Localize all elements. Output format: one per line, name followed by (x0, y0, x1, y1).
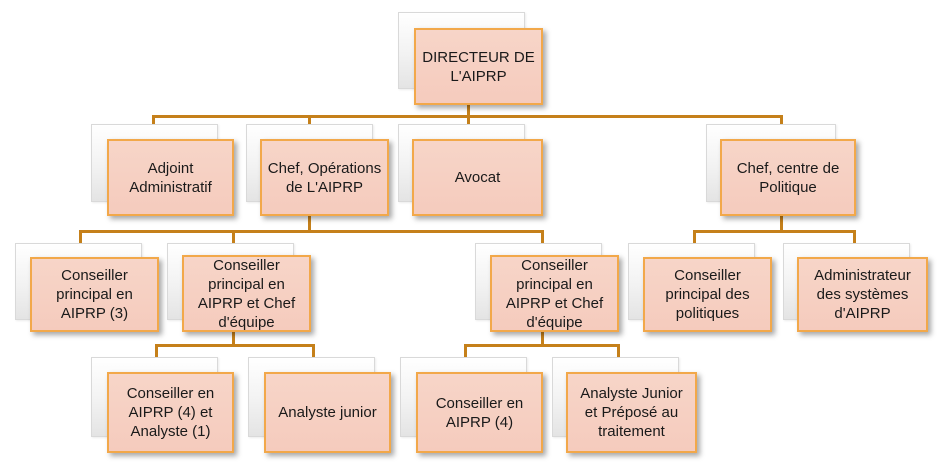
connector (693, 230, 856, 233)
connector (155, 344, 315, 347)
conseiller-4-card: Conseiller en AIPRP (4) (416, 372, 543, 453)
conseiller-politiques-node: Conseiller principal des politiques (628, 243, 772, 332)
analyste-junior-node: Analyste junior (248, 357, 391, 453)
admin-systemes-card: Administrateur des systèmes d'AIPRP (797, 257, 928, 332)
connector (155, 344, 158, 358)
avocat-card: Avocat (412, 139, 543, 216)
connector (541, 332, 544, 346)
director-node: DIRECTEUR DE L'AIPRP (398, 12, 543, 105)
connector (467, 101, 470, 117)
analyste-junior-card: Analyste junior (264, 372, 391, 453)
chef-equipe-2-card: Conseiller principal en AIPRP et Chef d'… (490, 255, 619, 332)
conseiller-analyste-node: Conseiller en AIPRP (4) et Analyste (1) (91, 357, 234, 453)
connector (232, 230, 235, 244)
conseiller-4-node: Conseiller en AIPRP (4) (400, 357, 543, 453)
chef-equipe-2-node: Conseiller principal en AIPRP et Chef d'… (475, 243, 619, 332)
chef-equipe-1-card: Conseiller principal en AIPRP et Chef d'… (182, 255, 311, 332)
analyste-prepose-card: Analyste Junior et Préposé au traitement (566, 372, 697, 453)
chef-equipe-1-node: Conseiller principal en AIPRP et Chef d'… (167, 243, 311, 332)
connector (312, 344, 315, 358)
analyste-prepose-node: Analyste Junior et Préposé au traitement (552, 357, 697, 453)
connector (232, 332, 235, 346)
connector (617, 344, 620, 358)
conseiller-principal-node: Conseiller principal en AIPRP (3) (15, 243, 159, 332)
adjoint-node: Adjoint Administratif (91, 124, 234, 216)
conseiller-principal-card: Conseiller principal en AIPRP (3) (30, 257, 159, 332)
connector (853, 230, 856, 244)
conseiller-analyste-card: Conseiller en AIPRP (4) et Analyste (1) (107, 372, 234, 453)
chef-operations-node: Chef, Opérations de L'AIPRP (246, 124, 389, 216)
connector (693, 230, 696, 244)
connector (780, 216, 783, 232)
director-card: DIRECTEUR DE L'AIPRP (414, 28, 543, 105)
chef-politique-card: Chef, centre de Politique (720, 139, 856, 216)
connector (308, 216, 311, 232)
avocat-node: Avocat (398, 124, 543, 216)
connector (79, 230, 544, 233)
admin-systemes-node: Administrateur des systèmes d'AIPRP (783, 243, 928, 332)
chef-operations-card: Chef, Opérations de L'AIPRP (260, 139, 389, 216)
chef-politique-node: Chef, centre de Politique (706, 124, 856, 216)
connector (464, 344, 620, 347)
connector (79, 230, 82, 244)
conseiller-politiques-card: Conseiller principal des politiques (643, 257, 772, 332)
adjoint-card: Adjoint Administratif (107, 139, 234, 216)
connector (464, 344, 467, 358)
connector (541, 230, 544, 244)
